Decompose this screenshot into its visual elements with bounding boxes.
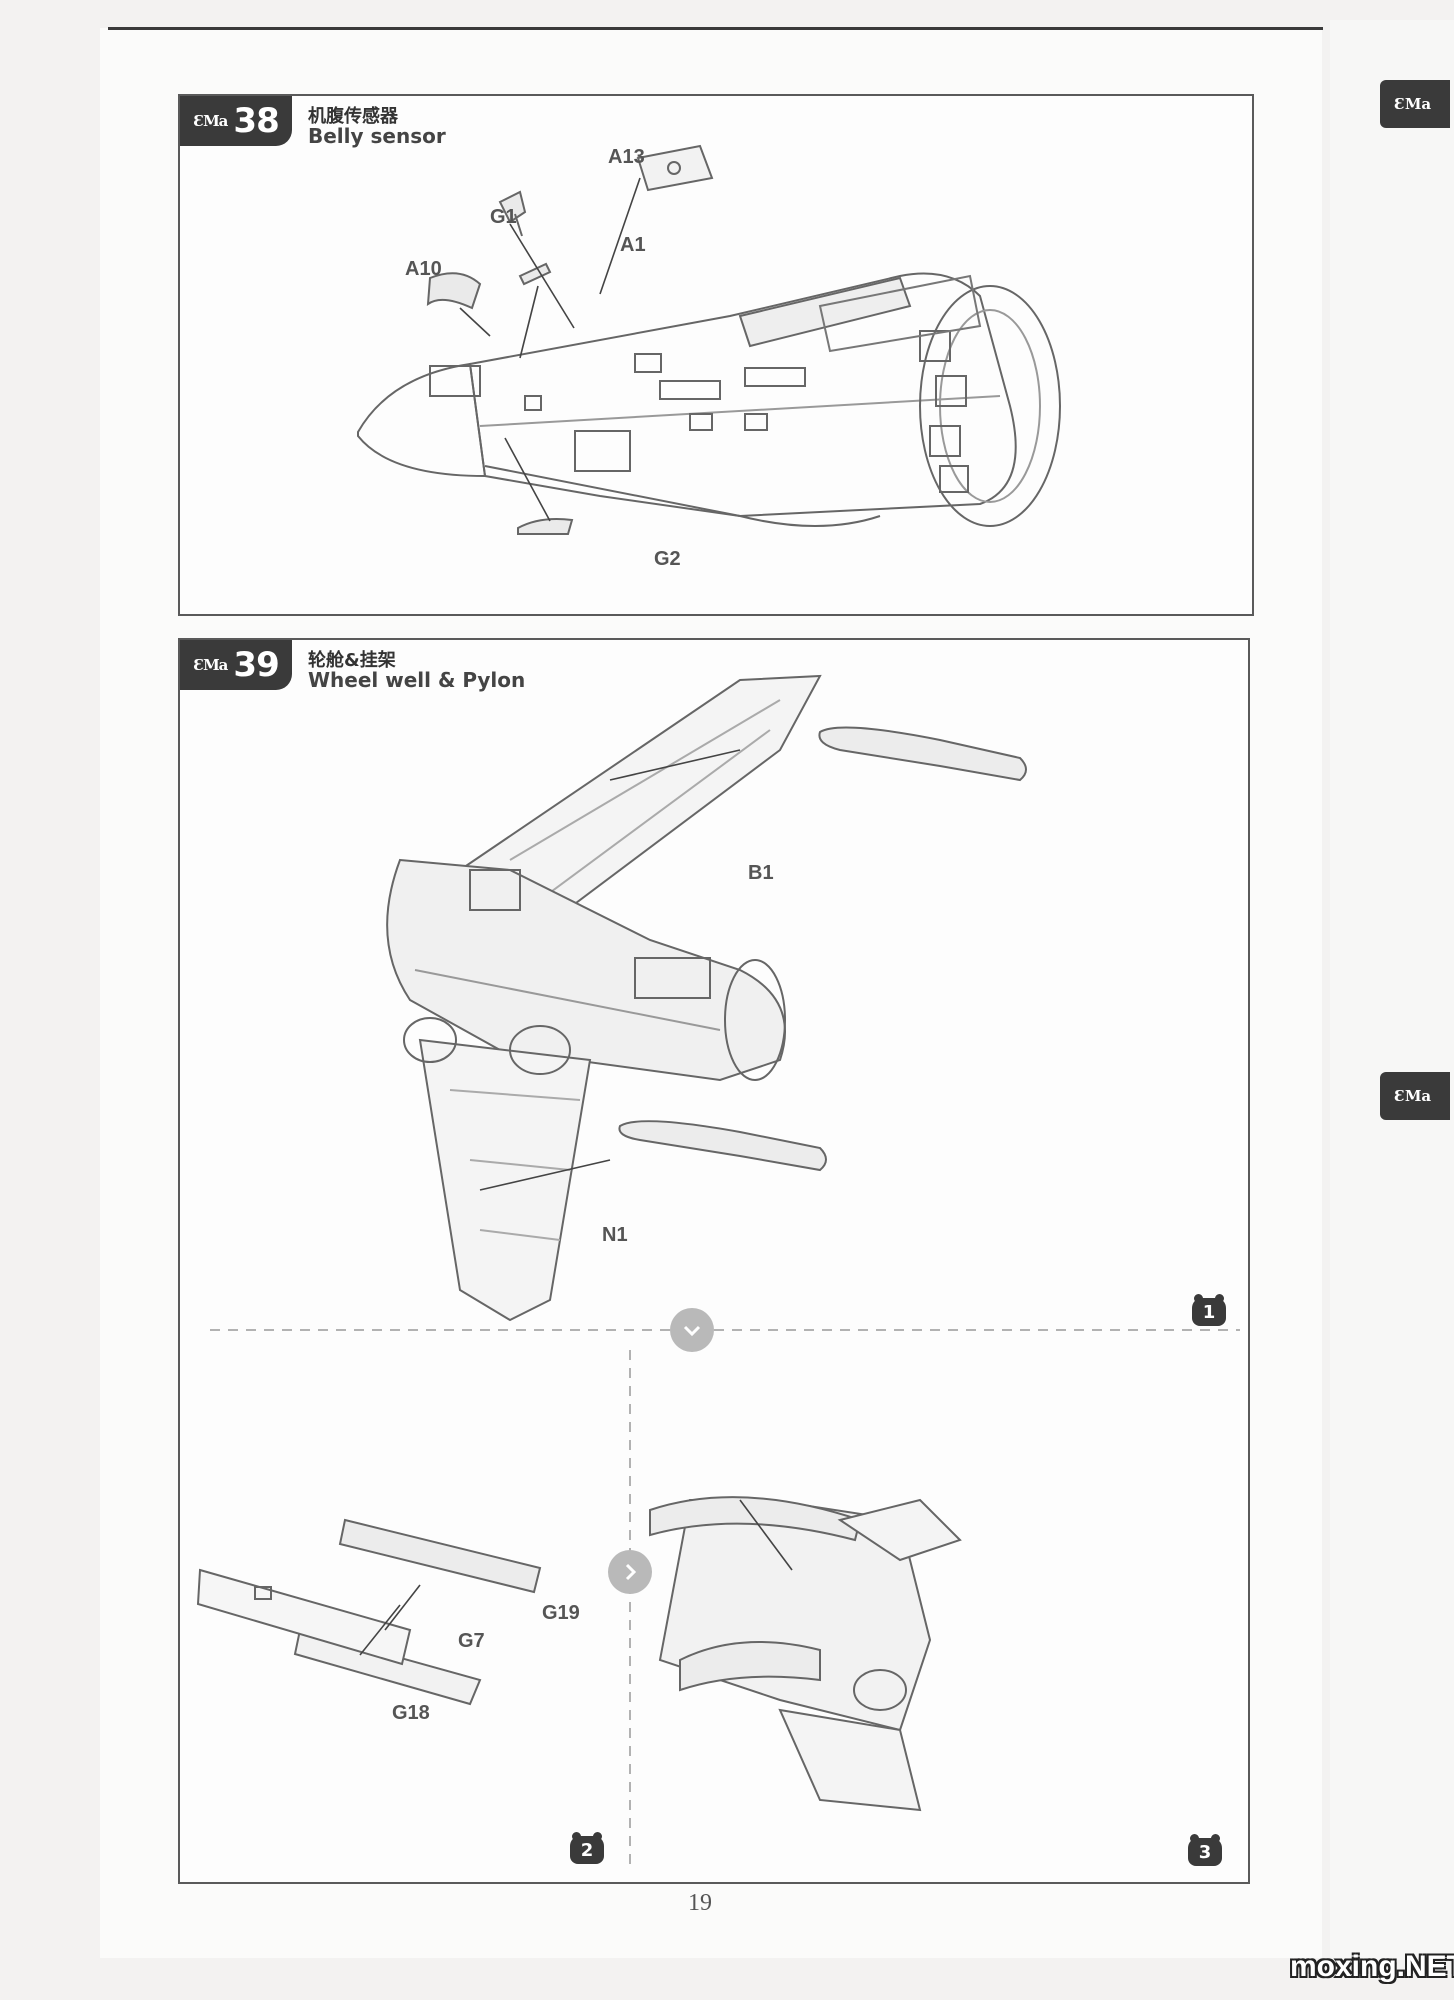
page-top-rule bbox=[108, 27, 1323, 30]
step-39-panel: ƐMa 39 轮舱&挂架 Wheel well & Pylon bbox=[178, 638, 1250, 1884]
page-number: 19 bbox=[688, 1890, 712, 1916]
part-label-a13: A13 bbox=[608, 146, 645, 168]
adjacent-page-edge bbox=[1330, 20, 1454, 1960]
part-label-b1: B1 bbox=[748, 862, 774, 884]
step-38-panel: ƐMa 38 机腹传感器 Belly sensor bbox=[178, 94, 1254, 616]
substep-badge-1: 1 bbox=[1192, 1294, 1226, 1326]
part-label-g1: G1 bbox=[490, 206, 517, 228]
part-label-g2: G2 bbox=[654, 548, 681, 570]
step-title-cn: 机腹传感器 bbox=[308, 106, 398, 127]
step-tag: ƐMa 39 bbox=[180, 640, 292, 690]
substep-badge-2: 2 bbox=[570, 1832, 604, 1864]
step-number: 38 bbox=[233, 101, 279, 141]
step-title-en: Belly sensor bbox=[308, 124, 446, 148]
belly-sensor-drawing bbox=[357, 144, 1061, 536]
part-label-g18: G18 bbox=[392, 1702, 430, 1724]
chevron-right-icon bbox=[608, 1550, 652, 1594]
part-label-a10: A10 bbox=[405, 258, 442, 280]
part-label-g7: G7 bbox=[458, 1630, 485, 1652]
part-label-g19: G19 bbox=[542, 1602, 580, 1624]
part-label-n1: N1 bbox=[602, 1224, 628, 1246]
chevron-down-icon bbox=[670, 1308, 714, 1352]
wheel-well-pylon-drawing bbox=[196, 674, 1240, 1870]
step-tag: ƐMa 38 bbox=[180, 96, 292, 146]
step-title-en: Wheel well & Pylon bbox=[308, 668, 526, 692]
step-title-cn: 轮舱&挂架 bbox=[308, 650, 396, 671]
substep-badge-3: 3 bbox=[1188, 1834, 1222, 1866]
part-label-a1: A1 bbox=[620, 234, 646, 256]
step-number: 39 bbox=[233, 645, 279, 685]
brand-logo: ƐMa bbox=[193, 656, 228, 674]
watermark: moxing.NET bbox=[1290, 1950, 1454, 1983]
side-step-tag: ƐMa bbox=[1380, 1072, 1450, 1120]
brand-logo: ƐMa bbox=[193, 112, 228, 130]
side-step-tag: ƐMa bbox=[1380, 80, 1450, 128]
